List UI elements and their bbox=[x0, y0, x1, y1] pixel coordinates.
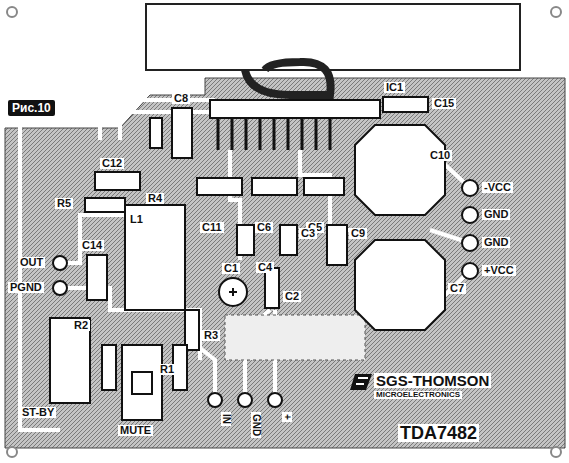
part-label: R5 bbox=[55, 198, 73, 209]
part-label: C6 bbox=[255, 222, 273, 233]
part-label: IC1 bbox=[384, 82, 405, 93]
part-label: C2 bbox=[283, 291, 301, 302]
part-label: C7 bbox=[448, 283, 466, 294]
part-label: C9 bbox=[349, 228, 367, 239]
terminal-label: -VCC bbox=[482, 182, 513, 193]
part-label: C1 bbox=[222, 263, 240, 274]
figure-badge: Рис.10 bbox=[8, 100, 55, 116]
part-label: R4 bbox=[146, 193, 164, 204]
chip-name: TDA7482 bbox=[398, 424, 479, 442]
terminal-label: OUT bbox=[18, 257, 45, 268]
terminal-label: GND bbox=[482, 237, 510, 248]
part-label: C4 bbox=[256, 262, 274, 273]
figure-number: Рис.10 bbox=[12, 101, 51, 115]
brand-label: SGS-THOMSON bbox=[374, 373, 491, 388]
part-label: C15 bbox=[432, 98, 456, 109]
switch-label: MUTE bbox=[118, 425, 153, 436]
part-label: R1 bbox=[158, 364, 176, 375]
pin-label: GND bbox=[251, 412, 261, 438]
part-label: C3 bbox=[299, 228, 317, 239]
brand-subtitle: MICROELECTRONICS bbox=[374, 391, 462, 399]
switch-label: ST-BY bbox=[20, 407, 56, 418]
part-label: R3 bbox=[202, 330, 220, 341]
terminal-label: +VCC bbox=[482, 265, 516, 276]
part-label: L1 bbox=[128, 214, 145, 225]
pin-label: IN bbox=[221, 412, 231, 426]
terminal-label: GND bbox=[482, 209, 510, 220]
part-label: C10 bbox=[428, 150, 452, 161]
part-label: C14 bbox=[80, 240, 104, 251]
terminal-label: PGND bbox=[8, 282, 44, 293]
part-label: C8 bbox=[172, 93, 190, 104]
part-label: R2 bbox=[72, 320, 90, 331]
part-label: C11 bbox=[200, 222, 224, 233]
part-label: C12 bbox=[100, 158, 124, 169]
pin-label: + bbox=[282, 412, 292, 422]
